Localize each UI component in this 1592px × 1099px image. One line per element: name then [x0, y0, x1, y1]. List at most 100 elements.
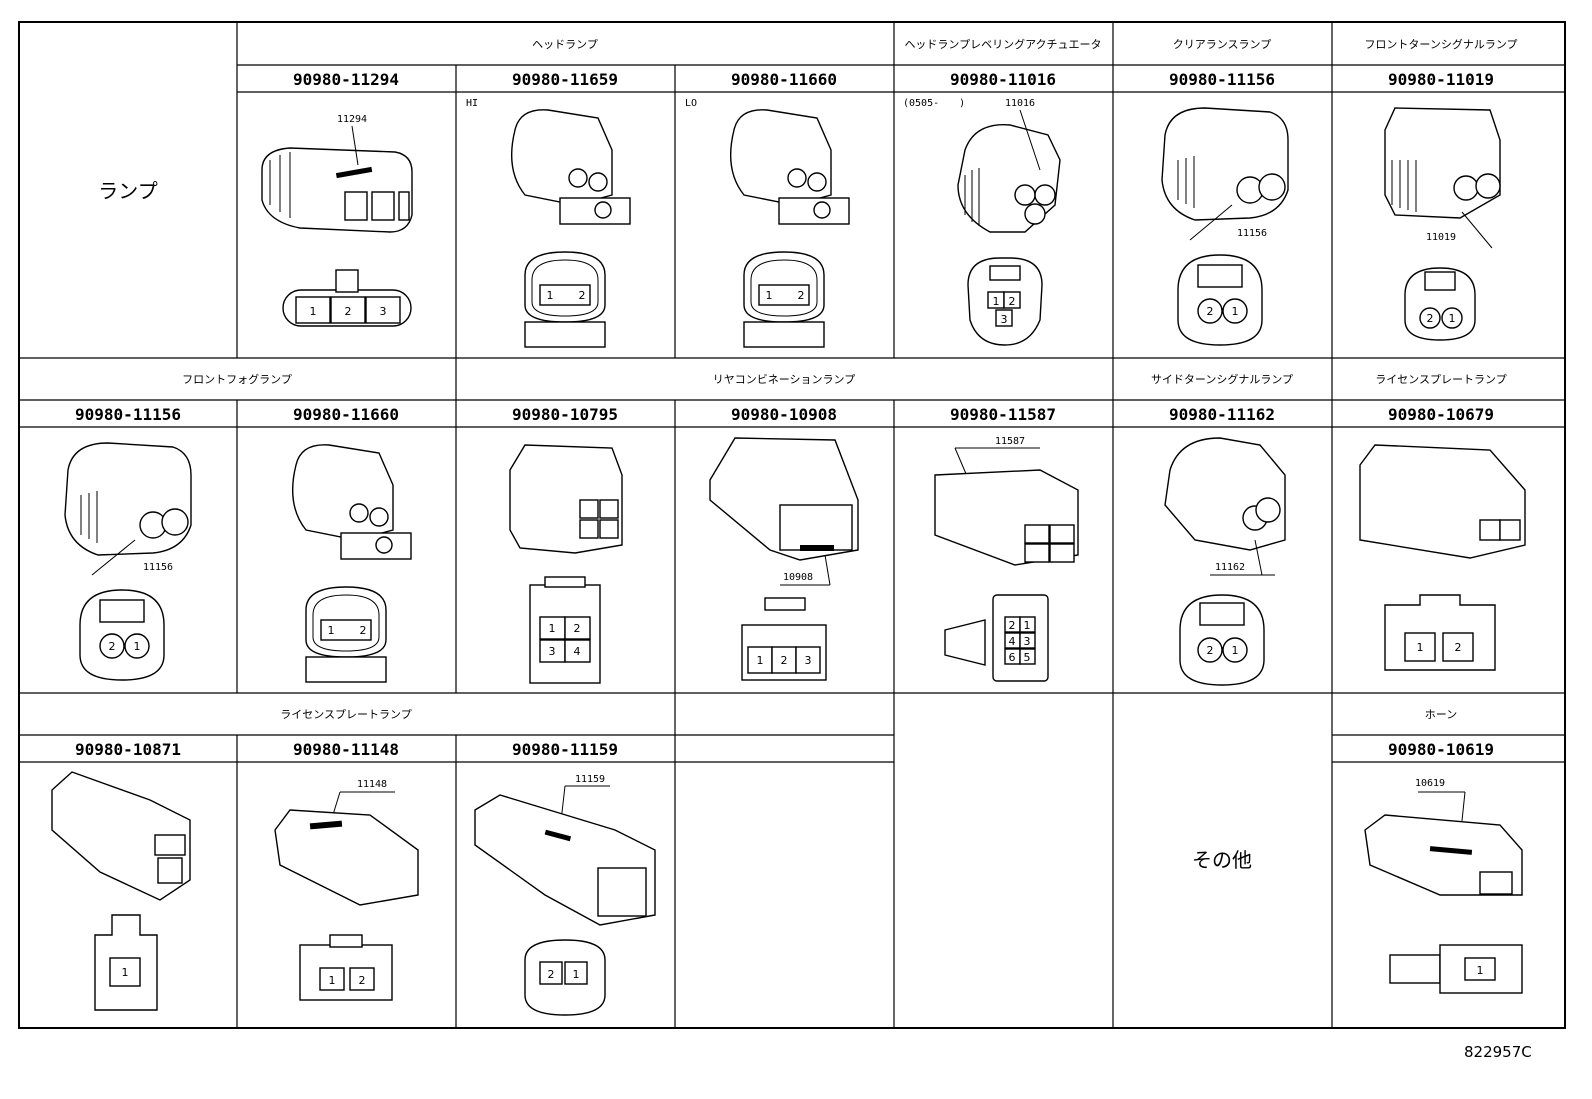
tag-label: 11148 [357, 779, 387, 790]
pin-label: 3 [805, 654, 812, 667]
pin-label: 1 [547, 289, 554, 302]
connector-11659: HI 1 2 [466, 98, 631, 348]
connector-10679: 1 2 [1359, 444, 1526, 671]
title-headlamp: ヘッドランプ [532, 38, 598, 51]
category-lamp: ランプ [98, 179, 157, 203]
title-rear-combination-lamp: リヤコンビネーションランプ [713, 373, 855, 386]
pin-label: 1 [1449, 312, 1456, 325]
pin-label: 1 [1232, 644, 1239, 657]
connector-10619: 10619 1 [1364, 778, 1523, 994]
pin-label: 1 [573, 968, 580, 981]
pin-label: 3 [380, 305, 387, 318]
title-side-turn-signal: サイドターンシグナルランプ [1151, 372, 1293, 386]
tag-label: 11162 [1215, 562, 1245, 573]
tag-label: 11016 [1005, 98, 1035, 109]
connector-11162: 11162 2 1 [1164, 437, 1286, 686]
connector-11294: 11294 1 2 3 [261, 114, 413, 327]
part-number: 90980-11159 [512, 740, 618, 759]
title-clearance-lamp: クリアランスランプ [1173, 38, 1271, 51]
tag-label: 11294 [337, 114, 367, 125]
row-3: ライセンスプレートランプ ホーン その他 90980-10871 90980-1… [19, 693, 1565, 1028]
drawing-code: 822957C [1464, 1043, 1532, 1061]
title-license-plate-lamp-2: ライセンスプレートランプ [280, 708, 411, 721]
pin-label: 4 [574, 645, 581, 658]
part-number: 90980-11148 [293, 740, 399, 759]
tag-label: 10619 [1415, 778, 1445, 789]
pin-label: 1 [993, 295, 1000, 308]
tag-label: 10908 [783, 572, 813, 583]
pin-label: 1 [1417, 641, 1424, 654]
pin-label: 2 [1009, 295, 1016, 308]
pin-label: 2 [579, 289, 586, 302]
pin-label: 2 [360, 624, 367, 637]
row-1: ランプ ヘッドランプ ヘッドランプレベリングアクチュエータ クリアランスランプ … [19, 22, 1565, 359]
pin-label: 1 [1232, 305, 1239, 318]
pin-label: 3 [1001, 313, 1008, 326]
pin-label: 1 [134, 640, 141, 653]
part-number: 90980-11660 [293, 405, 399, 424]
connector-11159: 11159 2 1 [474, 774, 656, 1016]
pin-label: 2 [798, 289, 805, 302]
connector-11148: 11148 1 2 [274, 779, 419, 1001]
pin-label: 3 [549, 645, 556, 658]
part-number: 90980-11162 [1169, 405, 1275, 424]
tag-label: 11019 [1426, 232, 1456, 243]
part-number: 90980-11659 [512, 70, 618, 89]
part-number: 90980-11660 [731, 70, 837, 89]
pin-label: 1 [122, 966, 129, 979]
part-number: 90980-11587 [950, 405, 1056, 424]
tag-label: 11587 [995, 436, 1025, 447]
title-leveling-actuator: ヘッドランプレベリングアクチュエータ [904, 37, 1101, 51]
pin-label: 6 [1009, 651, 1016, 664]
marker-label: HI [466, 98, 478, 109]
pin-label: 2 [1207, 644, 1214, 657]
marker-label: (0505- ) [903, 98, 965, 109]
pin-label: 2 [345, 305, 352, 318]
pin-label: 2 [109, 640, 116, 653]
tag-label: 11156 [143, 562, 173, 573]
title-front-fog-lamp: フロントフォグランプ [182, 372, 292, 386]
part-number: 90980-10795 [512, 405, 618, 424]
part-number: 90980-10908 [731, 405, 837, 424]
pin-label: 4 [1009, 635, 1016, 648]
pin-label: 2 [1427, 312, 1434, 325]
pin-label: 1 [1477, 964, 1484, 977]
part-number: 90980-11016 [950, 70, 1056, 89]
pin-label: 1 [1024, 619, 1031, 632]
connector-11156-fog: 11156 2 1 [64, 442, 192, 681]
pin-label: 3 [1024, 635, 1031, 648]
part-number: 90980-10871 [75, 740, 181, 759]
connector-11019: 11019 2 1 [1384, 107, 1501, 341]
category-other: その他 [1192, 848, 1252, 872]
pin-label: 1 [328, 624, 335, 637]
pin-label: 2 [1009, 619, 1016, 632]
pin-label: 2 [574, 622, 581, 635]
connector-10795: 1 2 3 4 [509, 444, 623, 684]
pin-label: 1 [549, 622, 556, 635]
pin-label: 1 [766, 289, 773, 302]
connector-11660-fog: 1 2 [291, 444, 412, 683]
part-number: 90980-11156 [75, 405, 181, 424]
marker-label: LO [685, 98, 697, 109]
connector-10908: 10908 1 2 3 [709, 437, 859, 681]
part-number: 90980-10679 [1388, 405, 1494, 424]
part-number: 90980-11294 [293, 70, 399, 89]
pin-label: 2 [1207, 305, 1214, 318]
part-number: 90980-10619 [1388, 740, 1494, 759]
pin-label: 2 [359, 974, 366, 987]
connector-11016: (0505- ) 11016 1 2 3 [903, 98, 1061, 346]
pin-label: 5 [1024, 651, 1031, 664]
connector-11587: 11587 2 1 4 3 6 5 [934, 436, 1079, 682]
part-number: 90980-11019 [1388, 70, 1494, 89]
connector-10871: 1 [51, 771, 191, 1011]
connector-11156: 11156 2 1 [1161, 107, 1289, 346]
chart-frame [18, 21, 1566, 1029]
pin-label: 1 [329, 974, 336, 987]
connector-11660: LO 1 2 [685, 98, 850, 348]
pin-label: 1 [757, 654, 764, 667]
title-horn: ホーン [1425, 708, 1457, 721]
pin-label: 2 [781, 654, 788, 667]
pin-label: 1 [310, 305, 317, 318]
tag-label: 11159 [575, 774, 605, 785]
